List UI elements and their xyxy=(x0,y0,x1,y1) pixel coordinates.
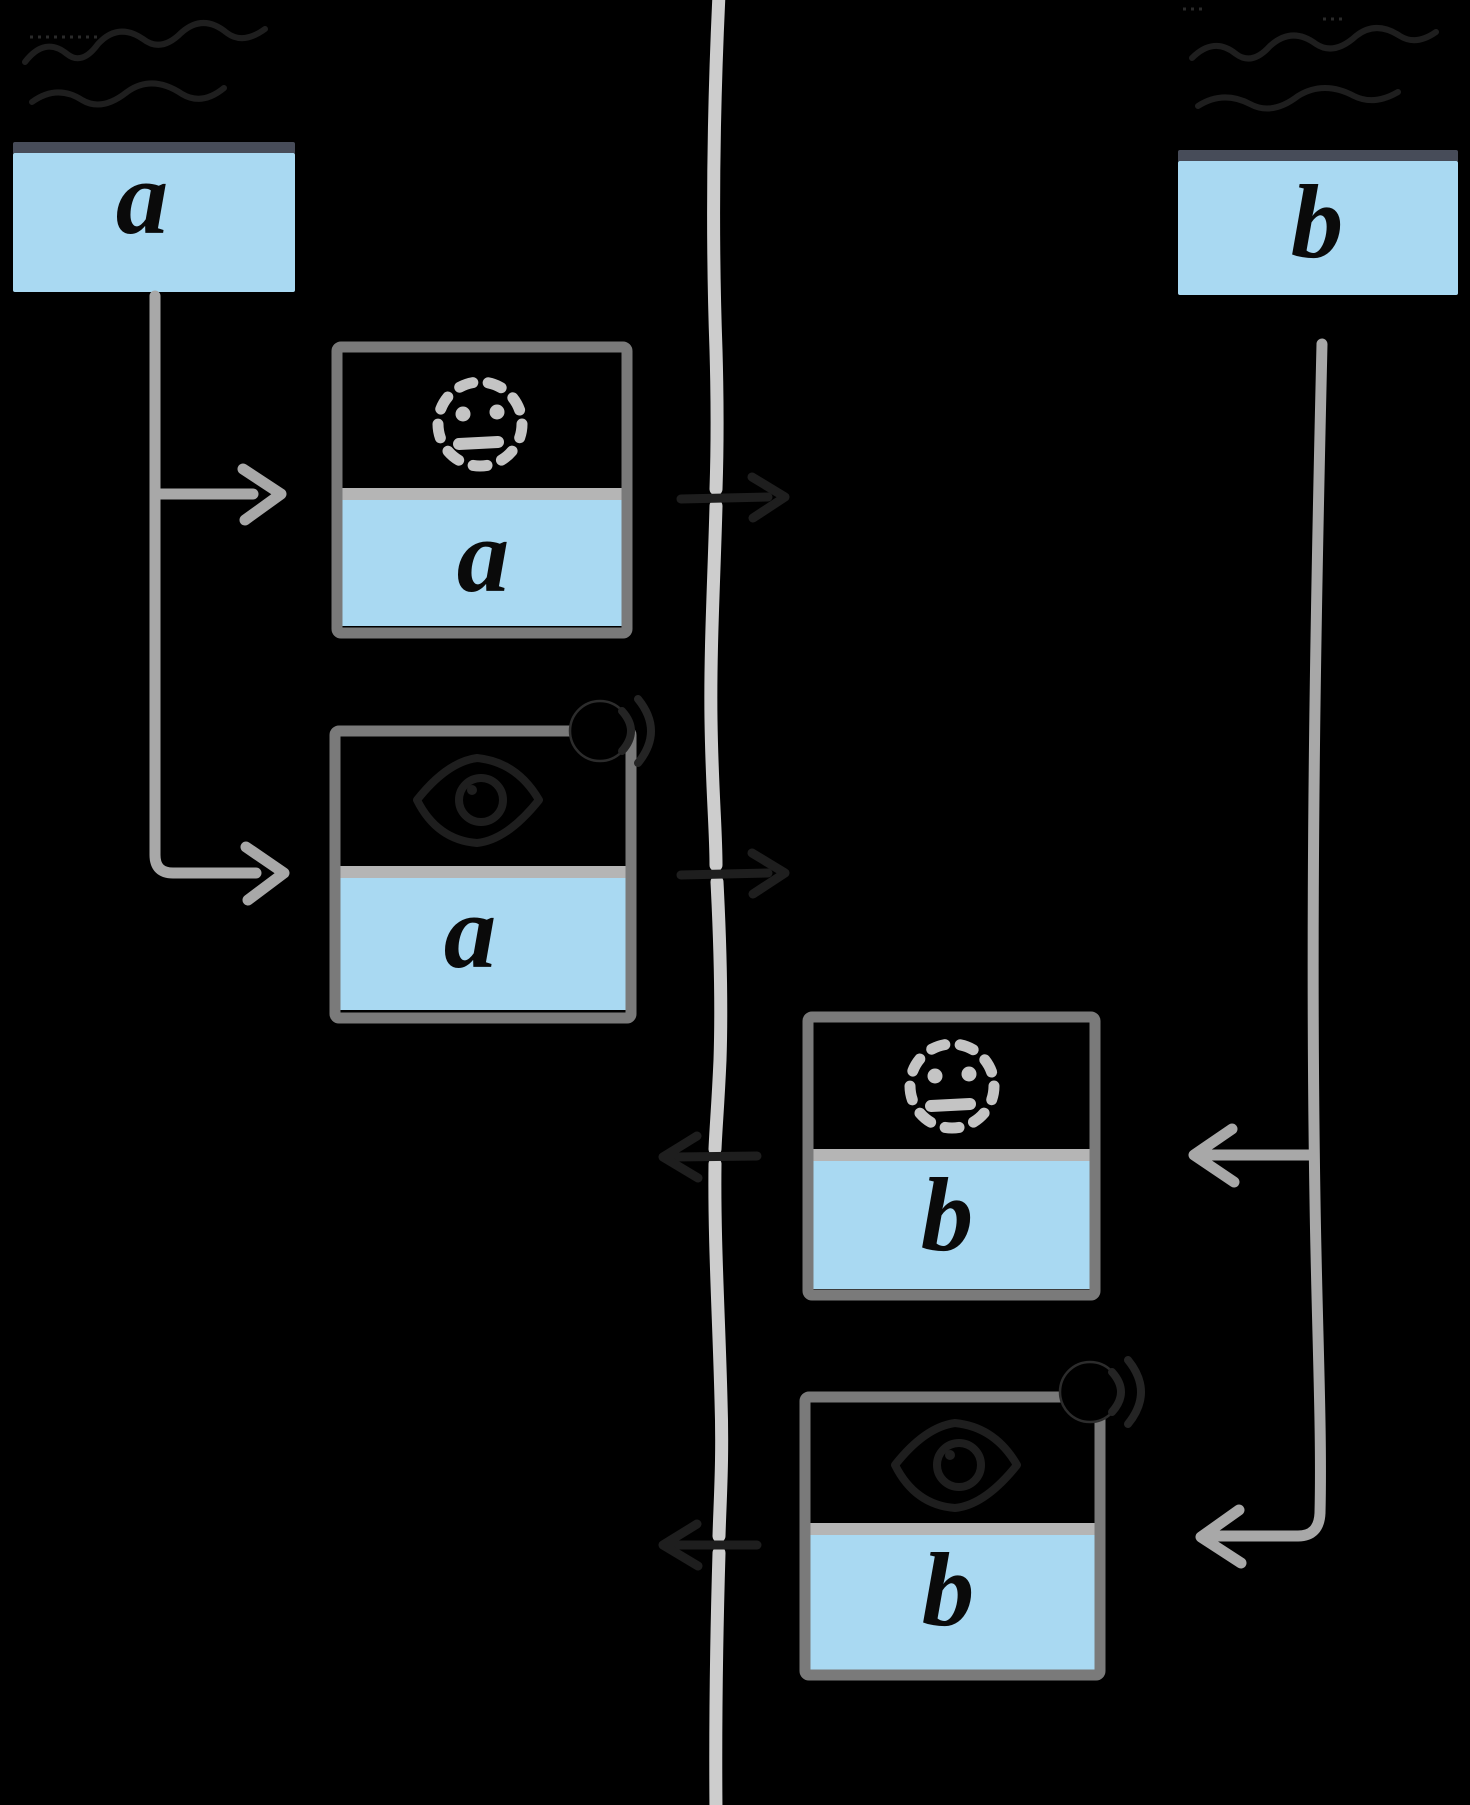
snapshot-a-hidden-letter: a xyxy=(457,497,510,614)
page-b: b xyxy=(1178,150,1458,295)
arrow-head-icon xyxy=(240,841,290,906)
dashed-sleeping-face-icon xyxy=(432,376,528,472)
page-b-letter: b xyxy=(1291,163,1344,280)
timeline xyxy=(704,0,729,1805)
illegible-label-left xyxy=(22,20,268,108)
page-a-header-bar xyxy=(13,142,295,154)
arrow-head-icon xyxy=(237,463,287,526)
snapshot-a-hidden: a xyxy=(331,341,633,639)
connector-page-a xyxy=(149,290,290,906)
timeline-tick-arrow-3 xyxy=(658,1131,762,1183)
connector-page-b xyxy=(1188,338,1328,1569)
snapshot-b-visible: b xyxy=(799,1356,1145,1681)
snapshot-a-visible: a xyxy=(329,695,655,1024)
illegible-label-right xyxy=(1183,7,1439,112)
page-a-body xyxy=(13,153,295,292)
snapshot-b-hidden-letter: b xyxy=(921,1156,974,1273)
arrow-head-icon xyxy=(1195,1504,1247,1569)
snapshot-a-visible-letter: a xyxy=(444,873,497,990)
snapshot-b-hidden: b xyxy=(802,1011,1101,1301)
timeline-tick-arrow-2 xyxy=(676,848,790,899)
timeline-tick-arrow-1 xyxy=(676,472,790,523)
eye-icon xyxy=(413,754,543,847)
page-b-header-bar xyxy=(1178,150,1458,162)
page-a-letter: a xyxy=(116,139,169,256)
speaker-icon xyxy=(1058,1356,1145,1428)
page-b-body xyxy=(1178,161,1458,295)
speaker-icon xyxy=(568,695,655,767)
eye-icon xyxy=(891,1419,1021,1512)
snapshot-b-visible-letter: b xyxy=(922,1531,975,1648)
arrow-head-icon xyxy=(1188,1123,1240,1188)
dashed-sleeping-face-icon xyxy=(904,1038,1000,1134)
timeline-tick-arrow-4 xyxy=(658,1519,762,1571)
page-a: a xyxy=(13,139,295,292)
